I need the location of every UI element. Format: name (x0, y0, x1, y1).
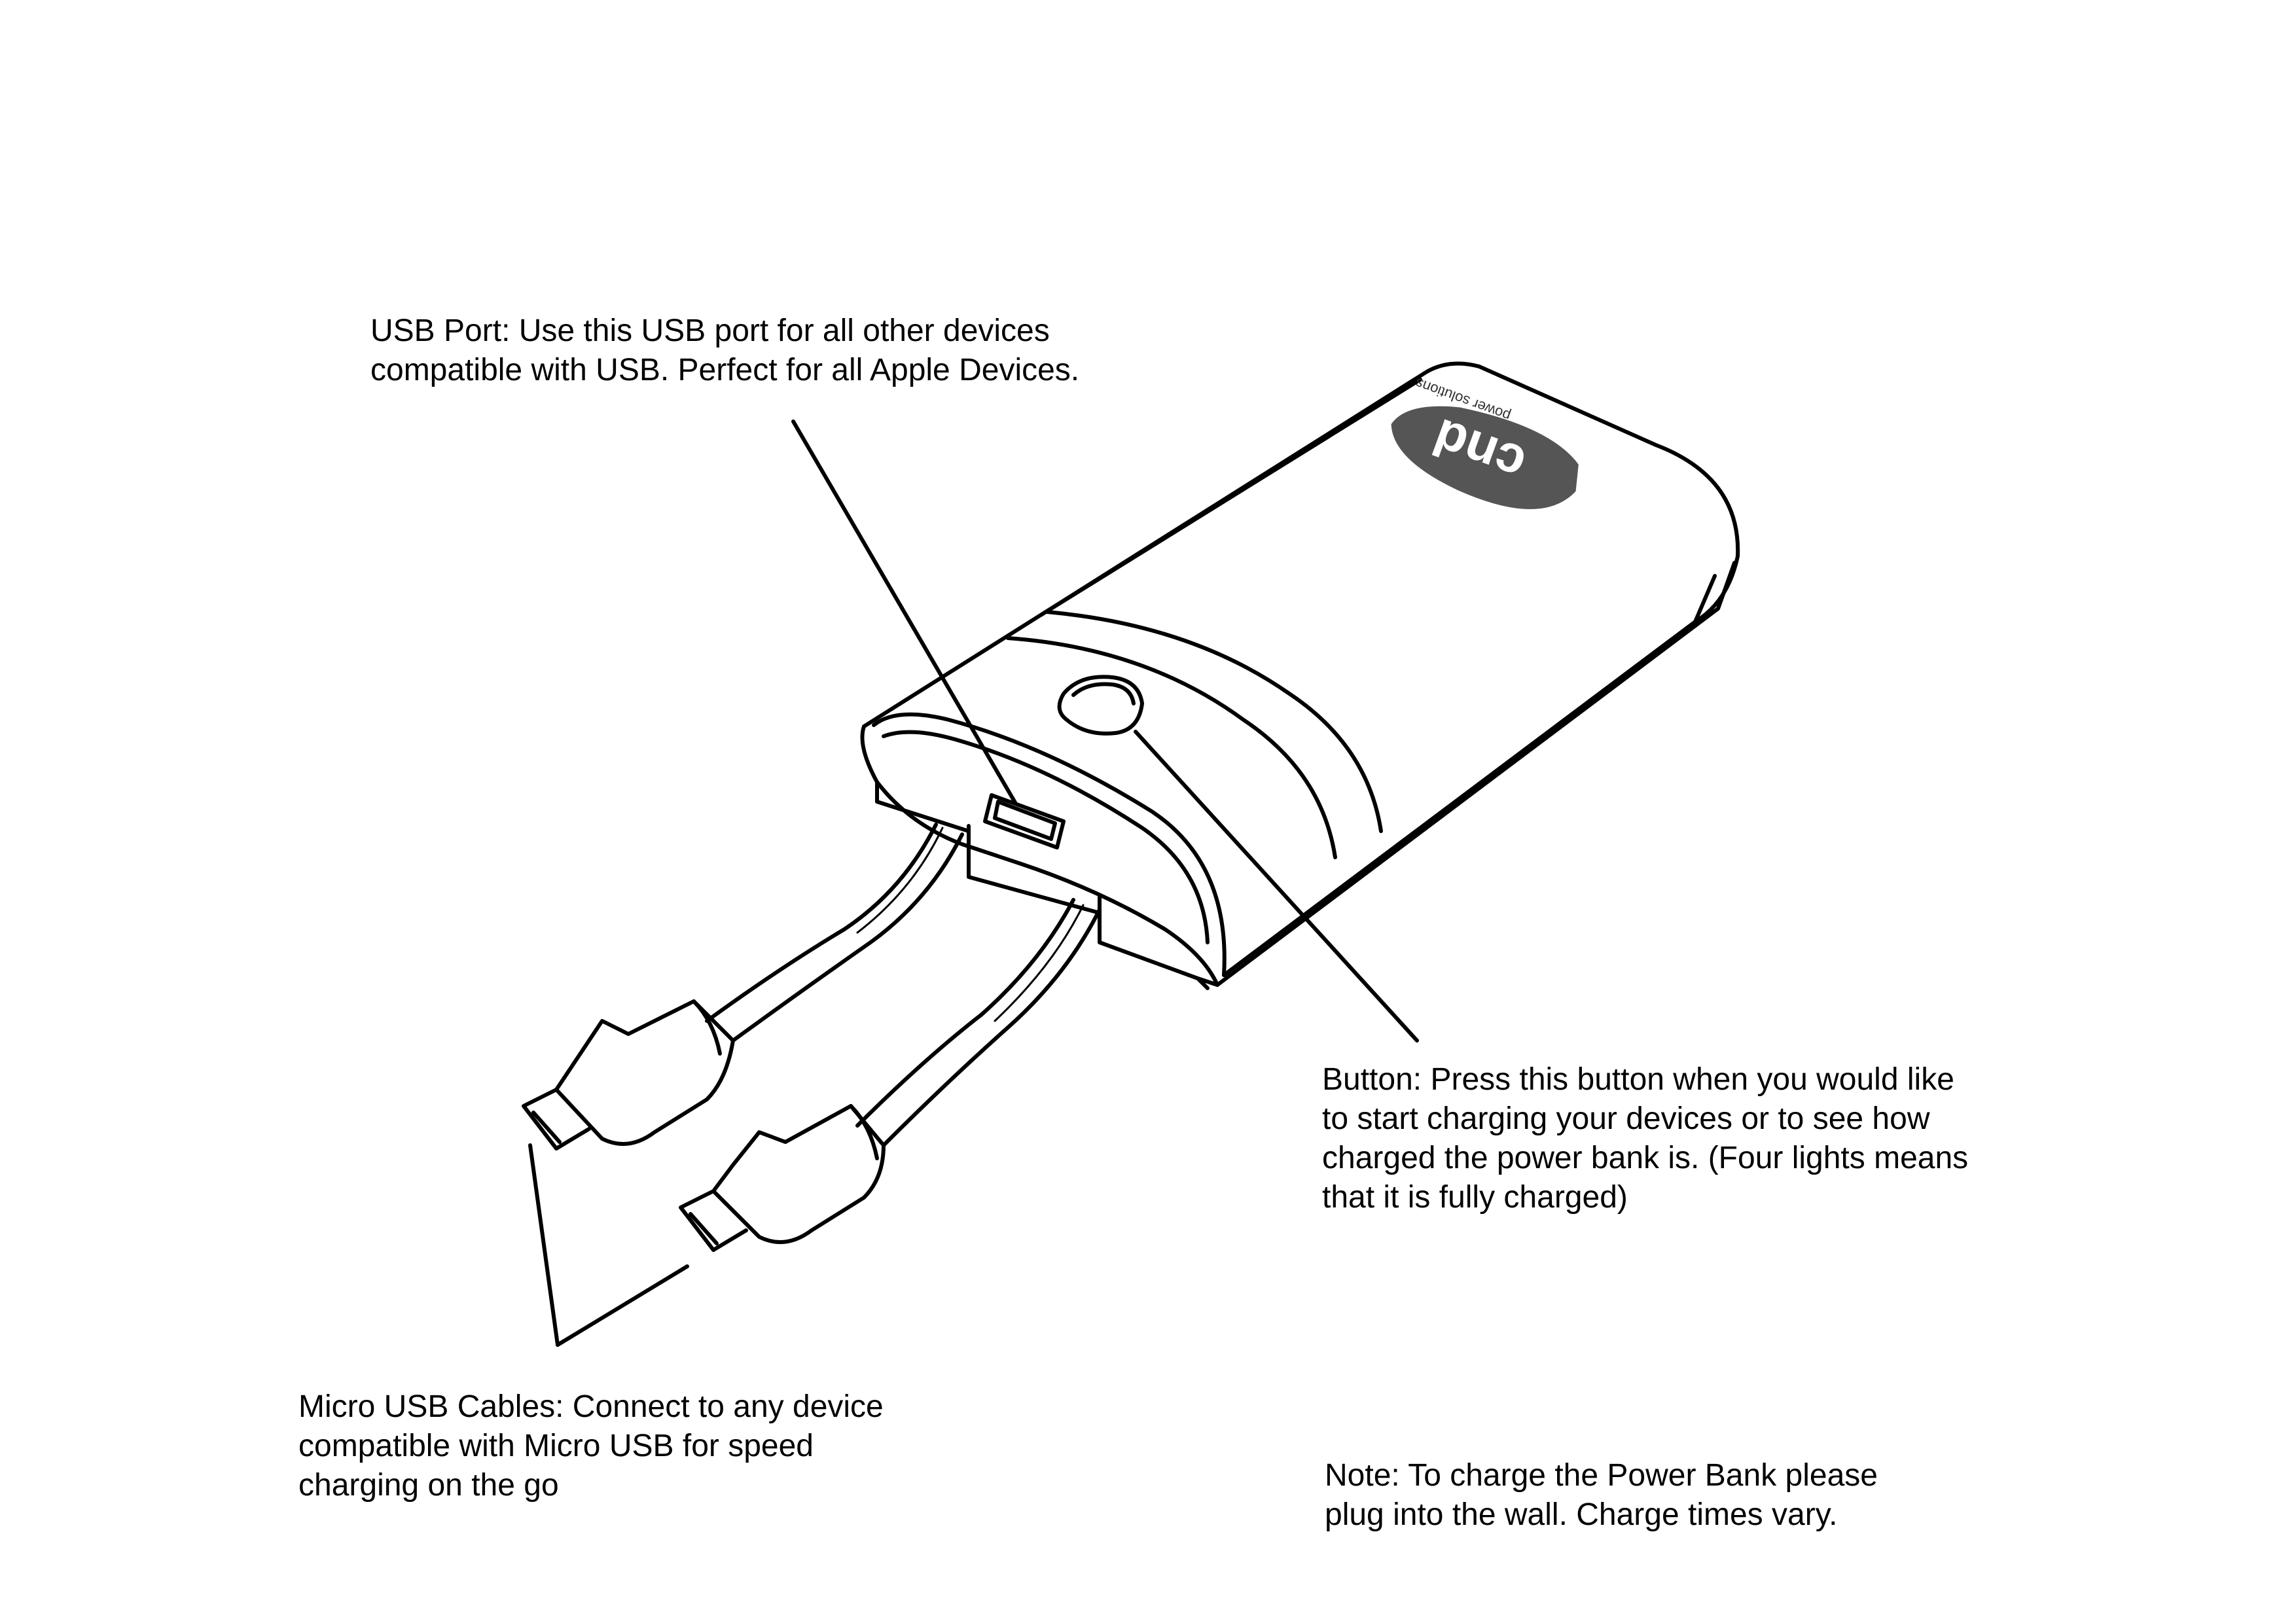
button-callout: Button: Press this button when you would… (1322, 1060, 1968, 1217)
micro-usb-callout: Micro USB Cables: Connect to any device … (298, 1387, 884, 1505)
usb-port-callout-line: USB Port: Use this USB port for all othe… (370, 313, 1050, 348)
power-bank-body (860, 361, 1740, 990)
button-leader (1134, 730, 1419, 1043)
micro-usb-cable-right (679, 898, 1102, 1252)
button-callout-line: charged the power bank is. (Four lights … (1322, 1141, 1969, 1175)
micro-usb-callout-line: Micro USB Cables: Connect to any device (298, 1389, 884, 1424)
micro-usb-callout-line: charging on the go (298, 1468, 559, 1503)
charging-note: Note: To charge the Power Bank please pl… (1325, 1456, 1878, 1535)
charging-note-line: plug into the wall. Charge times vary. (1325, 1497, 1838, 1532)
usb-port-callout-line: compatible with USB. Perfect for all App… (370, 353, 1080, 387)
brand-logo: cnd power solutions (1391, 375, 1579, 509)
button-callout-line: that it is fully charged) (1322, 1180, 1628, 1215)
button-callout-line: to start charging your devices or to see… (1322, 1101, 1930, 1136)
micro-usb-callout-line: compatible with Micro USB for speed (298, 1429, 814, 1463)
usb-port-callout: USB Port: Use this USB port for all othe… (370, 312, 1079, 390)
charging-note-line: Note: To charge the Power Bank please (1325, 1458, 1878, 1493)
micro-usb-leader (528, 1143, 689, 1347)
usb-port-leader (791, 419, 1018, 806)
button-callout-line: Button: Press this button when you would… (1322, 1062, 1954, 1097)
power-button (1057, 675, 1144, 736)
usb-port (983, 793, 1066, 849)
micro-usb-cable-left (522, 823, 964, 1150)
